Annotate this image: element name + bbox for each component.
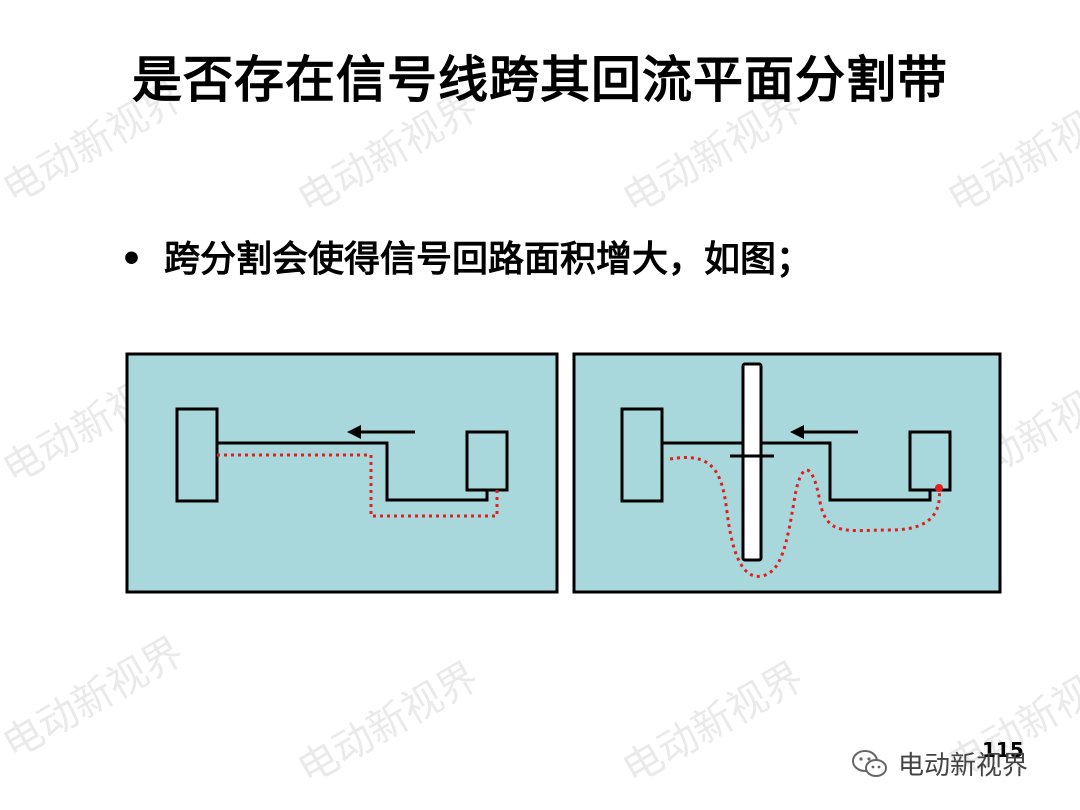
bullet-dot: • [120, 239, 144, 280]
bullet-item: • 跨分割会使得信号回路面积增大，如图； [120, 230, 812, 282]
driver-box [620, 407, 664, 503]
receiver-box [908, 430, 952, 492]
receiver-box [465, 430, 509, 492]
page-number: 115 [982, 738, 1024, 762]
footer-brand: 电动新视界 [850, 745, 1028, 782]
diagram-continuous-plane [125, 352, 559, 594]
signal-trace [662, 441, 932, 502]
watermark: 电动新视界 [290, 653, 487, 794]
signal-trace [217, 441, 489, 502]
driver-box [175, 407, 219, 503]
arrow-head [347, 425, 361, 439]
watermark: 电动新视界 [0, 628, 192, 769]
diagram-split-plane [572, 352, 1002, 594]
split-gap [741, 362, 763, 562]
return-path [669, 456, 941, 578]
return-path-end-dot [935, 484, 943, 492]
watermark: 电动新视界 [615, 653, 812, 794]
footer-brand-label: 电动新视界 [898, 751, 1029, 781]
wechat-icon [852, 749, 887, 777]
bullet-text: 跨分割会使得信号回路面积增大，如图； [164, 239, 813, 280]
slide-title: 是否存在信号线跨其回流平面分割带 [132, 51, 948, 109]
arrow-head [790, 425, 804, 439]
